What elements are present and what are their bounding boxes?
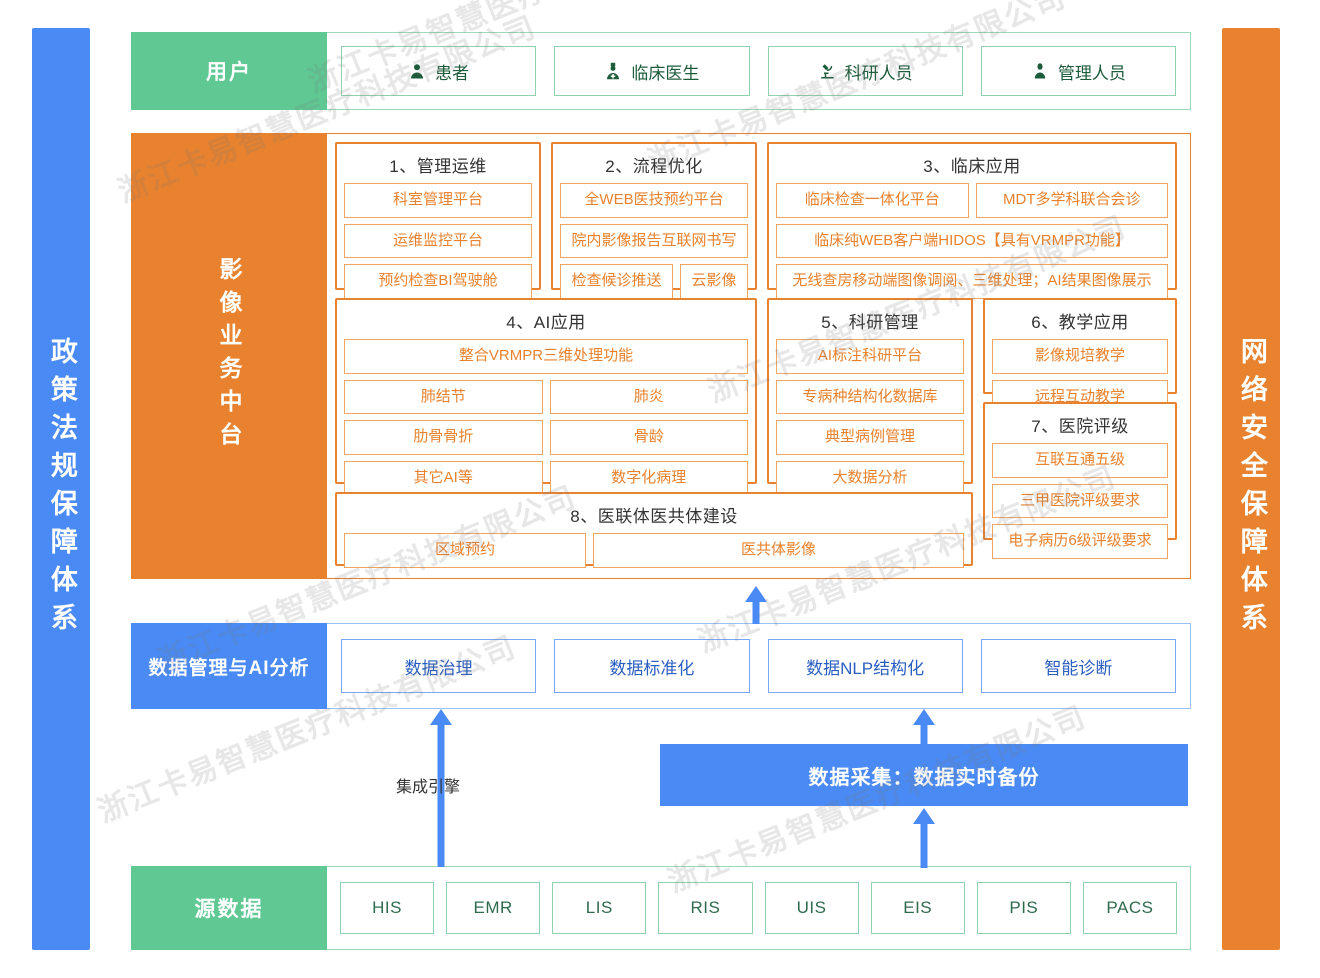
users-band: 用户 患者 [131,32,1191,110]
policy-regulation-pillar: 政策法规保障体系 [32,28,90,950]
group-item[interactable]: 预约检查BI驾驶舱 [344,264,532,299]
group-title: 5、科研管理 [821,313,919,332]
user-card-label: 患者 [435,63,470,83]
source-card-ris[interactable]: RIS [658,882,753,934]
imaging-business-platform-label-text: 影像业务中台 [216,257,242,455]
group-title: 3、临床应用 [923,157,1021,176]
group-item[interactable]: 数字化病理 [549,460,748,495]
group-item[interactable]: 临床纯WEB客户端HIDOS【具有VRMPR功能】 [776,223,1168,258]
source-data-band: 源数据 HIS EMR LIS RIS UIS EIS PIS PACS [131,866,1191,950]
group-ai-application: 4、AI应用 整合VRMPR三维处理功能 肺结节 肺炎 肋骨骨折 骨龄 其它AI… [335,298,757,495]
group-teaching-application: 6、教学应用 影像规培教学 远程互动教学 [983,298,1177,414]
group-item[interactable]: 无线查房移动端图像调阅、三维处理；AI结果图像展示 [776,264,1168,299]
group-item[interactable]: AI标注科研平台 [776,339,964,374]
arrow-shaft [752,600,760,624]
group-title: 4、AI应用 [506,313,586,332]
group-item[interactable]: 院内影像报告互联网书写 [560,223,748,258]
group-item[interactable]: 大数据分析 [776,460,964,495]
network-security-pillar: 网络安全保障体系 [1222,28,1280,950]
source-card-pacs[interactable]: PACS [1082,882,1177,934]
arrow-source-to-collect [913,808,935,868]
arrow-integration-engine [430,709,452,867]
group-medical-consortium: 8、医联体医共体建设 区域预约 医共体影像 [335,492,973,568]
group-item[interactable]: 专病种结构化数据库 [776,379,964,414]
group-title: 8、医联体医共体建设 [570,507,738,526]
network-security-pillar-label: 网络安全保障体系 [1236,337,1267,641]
arrow-head-icon [430,709,452,725]
group-item[interactable]: 肺炎 [549,379,748,414]
arrow-data-to-platform [745,586,767,624]
data-management-band-body: 数据治理 数据标准化 数据NLP结构化 智能诊断 [327,623,1191,709]
arrow-shaft [920,822,928,868]
group-title: 7、医院评级 [1031,417,1129,436]
data-collection-bar: 数据采集：数据实时备份 [660,744,1188,806]
group-title: 6、教学应用 [1031,313,1129,332]
integration-engine-label: 集成引擎 [396,779,461,796]
group-item[interactable]: 整合VRMPR三维处理功能 [344,339,748,374]
arrow-head-icon [913,709,935,725]
arrow-shaft [437,723,445,867]
group-item[interactable]: 其它AI等 [344,460,543,495]
user-card-researcher[interactable]: 科研人员 [767,46,963,96]
group-item[interactable]: 运维监控平台 [344,223,532,258]
source-card-his[interactable]: HIS [340,882,435,934]
source-card-eis[interactable]: EIS [870,882,965,934]
user-card-label: 科研人员 [844,63,913,83]
source-card-lis[interactable]: LIS [552,882,647,934]
group-clinical-application: 3、临床应用 临床检查一体化平台 MDT多学科联合会诊 临床纯WEB客户端HID… [767,142,1177,299]
microscope-icon [818,62,836,80]
user-card-administrator[interactable]: 管理人员 [980,46,1176,96]
group-item[interactable]: 骨龄 [549,420,748,455]
person-tie-icon [1031,62,1049,80]
group-process-optimization: 2、流程优化 全WEB医技预约平台 院内影像报告互联网书写 检查候诊推送 云影像 [551,142,757,299]
group-research-management: 5、科研管理 AI标注科研平台 专病种结构化数据库 典型病例管理 大数据分析 [767,298,973,495]
group-item[interactable]: 临床检查一体化平台 [776,183,969,218]
data-management-band: 数据管理与AI分析 数据治理 数据标准化 数据NLP结构化 智能诊断 [131,623,1191,709]
users-band-label: 用户 [131,32,327,110]
source-card-pis[interactable]: PIS [976,882,1071,934]
group-item[interactable]: 典型病例管理 [776,420,964,455]
imaging-business-platform-label: 影像业务中台 [131,133,327,579]
group-item[interactable]: 肺结节 [344,379,543,414]
person-icon [408,62,426,80]
group-item[interactable]: 区域预约 [344,533,587,568]
group-item[interactable]: 检查候诊推送 [560,264,673,299]
group-item[interactable]: 影像规培教学 [992,339,1168,374]
group-title: 2、流程优化 [605,157,703,176]
policy-regulation-pillar-label: 政策法规保障体系 [46,337,77,641]
group-item[interactable]: 电子病历6级评级要求 [992,524,1168,559]
group-item[interactable]: 科室管理平台 [344,183,532,218]
data-card-nlp-structuring[interactable]: 数据NLP结构化 [767,639,963,693]
arrow-collect-to-data [913,709,935,747]
group-item[interactable]: MDT多学科联合会诊 [975,183,1168,218]
group-item[interactable]: 全WEB医技预约平台 [560,183,748,218]
group-item[interactable]: 互联互通五级 [992,443,1168,478]
arrow-shaft [920,723,928,747]
arrow-head-icon [745,586,767,602]
doctor-icon [604,62,622,80]
user-card-label: 管理人员 [1057,63,1126,83]
data-card-governance[interactable]: 数据治理 [341,639,537,693]
data-card-standardization[interactable]: 数据标准化 [554,639,750,693]
source-card-emr[interactable]: EMR [446,882,541,934]
data-card-intelligent-diagnosis[interactable]: 智能诊断 [980,639,1176,693]
group-item[interactable]: 医共体影像 [593,533,964,568]
group-item[interactable]: 云影像 [680,264,748,299]
source-data-band-label: 源数据 [131,866,327,950]
data-management-band-label: 数据管理与AI分析 [131,623,327,709]
source-data-band-body: HIS EMR LIS RIS UIS EIS PIS PACS [327,866,1191,950]
user-card-clinician[interactable]: 临床医生 [554,46,750,96]
group-hospital-rating: 7、医院评级 互联互通五级 三甲医院评级要求 电子病历6级评级要求 [983,402,1177,559]
user-card-label: 临床医生 [631,63,700,83]
arrow-head-icon [913,808,935,824]
user-card-patient[interactable]: 患者 [341,46,537,96]
group-item[interactable]: 三甲医院评级要求 [992,483,1168,518]
imaging-business-platform-body: 1、管理运维 科室管理平台 运维监控平台 预约检查BI驾驶舱 2、流程优化 全W… [327,133,1191,579]
source-card-uis[interactable]: UIS [764,882,859,934]
group-item[interactable]: 肋骨骨折 [344,420,543,455]
users-band-body: 患者 临床医生 [327,32,1191,110]
imaging-business-platform-band: 影像业务中台 1、管理运维 科室管理平台 运维监控平台 预约检查BI驾驶舱 2、… [131,133,1191,579]
group-title: 1、管理运维 [389,157,487,176]
group-management-ops: 1、管理运维 科室管理平台 运维监控平台 预约检查BI驾驶舱 [335,142,541,299]
